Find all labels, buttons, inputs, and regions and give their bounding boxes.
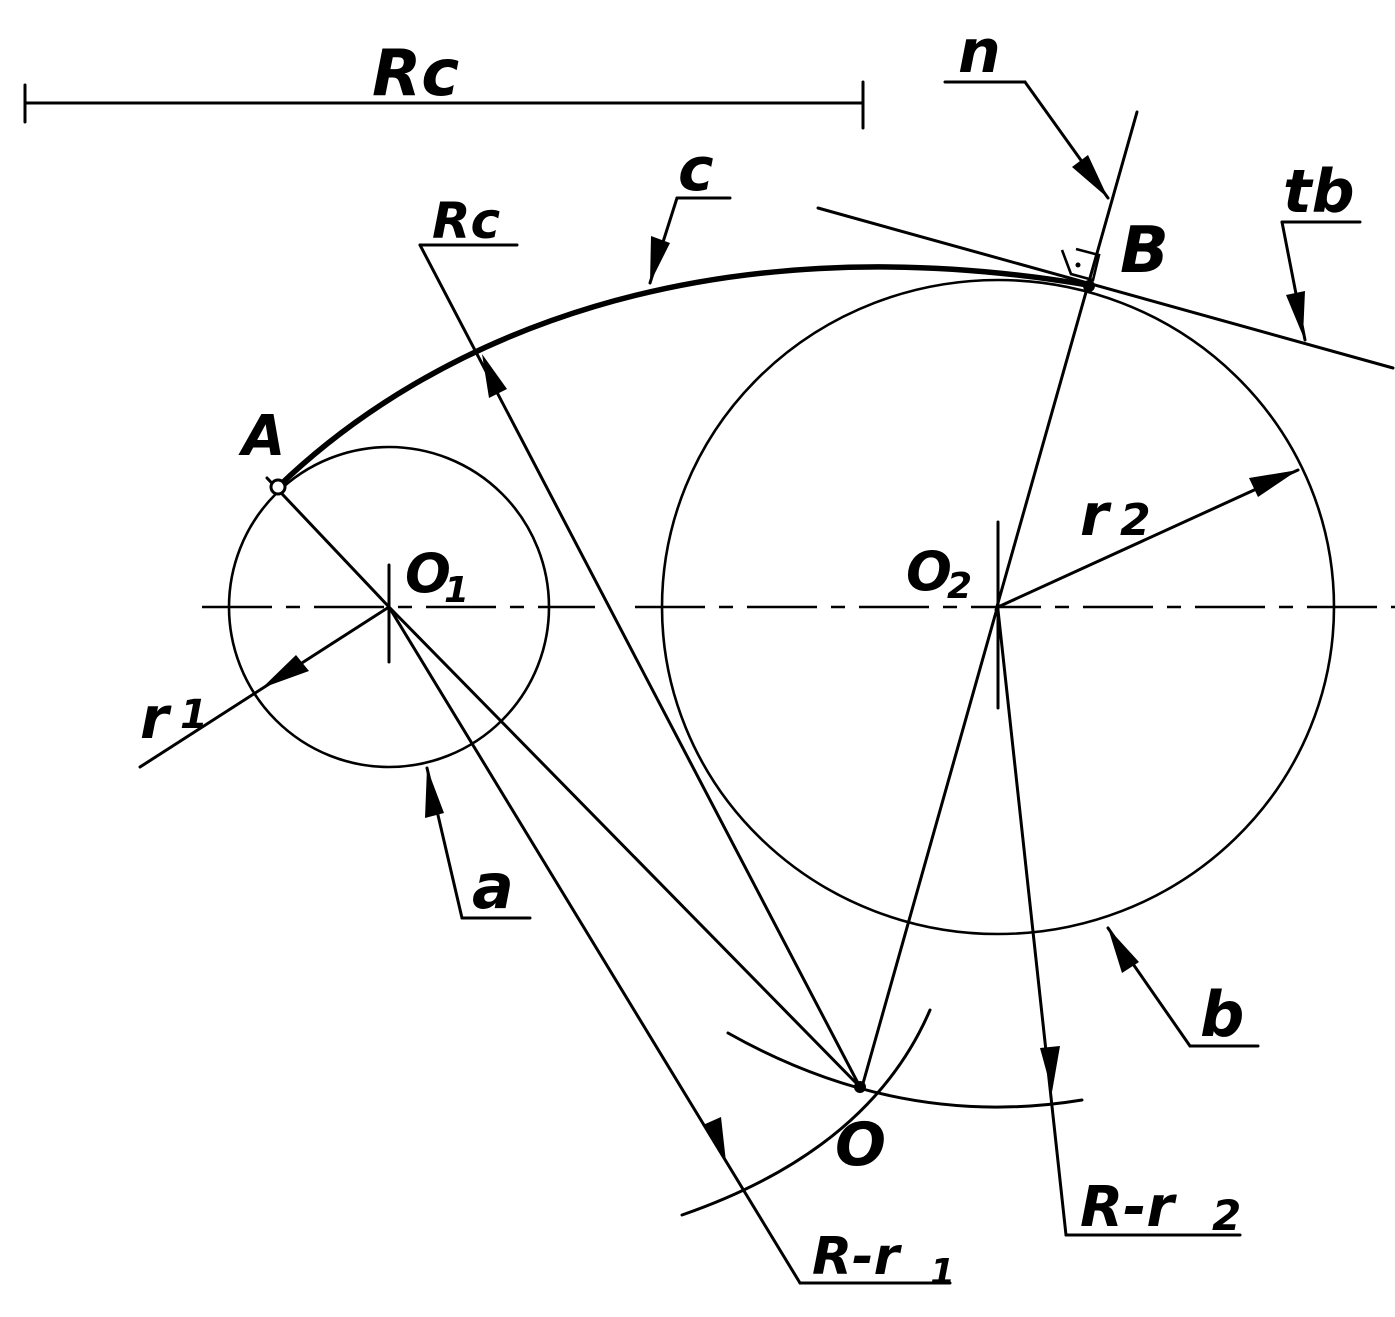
tangent-line-tb — [816, 206, 1395, 370]
locus-arc-upper — [726, 1031, 1084, 1109]
label-point-a: A — [238, 404, 285, 469]
point-b — [1083, 280, 1095, 292]
label-c: c — [678, 135, 714, 205]
line-o2-o — [860, 610, 998, 1089]
right-angle-dot — [1075, 262, 1081, 268]
circle-b — [660, 278, 1336, 936]
rc-dimension — [23, 80, 865, 130]
label-r-minus-r2-sub: 2 — [1212, 1191, 1241, 1240]
label-r1: r — [140, 684, 172, 752]
point-o — [854, 1081, 866, 1093]
circle-a — [227, 445, 551, 769]
rc-leader-arrow — [482, 354, 507, 398]
label-o2: O — [906, 540, 952, 603]
radius-o1-a — [265, 476, 391, 609]
r-r1-arrow — [703, 1117, 726, 1162]
locus-arc-lower — [680, 1008, 932, 1217]
label-o2-sub: 2 — [947, 566, 972, 607]
c-arrow — [650, 236, 670, 283]
label-rc-leader: Rc — [432, 192, 501, 250]
a-arrow — [425, 768, 444, 818]
tb-arrow — [1286, 291, 1305, 336]
label-r-minus-r1: R-r — [812, 1227, 903, 1287]
line-o1-o — [387, 605, 862, 1089]
label-point-b: B — [1120, 214, 1169, 288]
label-r2: r — [1080, 481, 1112, 549]
normal-line-n — [994, 110, 1139, 612]
point-a — [269, 478, 287, 496]
label-r1-sub: 1 — [180, 692, 208, 738]
label-o-center: O — [835, 1110, 886, 1180]
r-r2-arrow — [1040, 1046, 1060, 1092]
r1-arrow — [262, 655, 309, 688]
label-rc-top: Rc — [372, 37, 459, 111]
label-o1-sub: 1 — [444, 570, 469, 611]
label-tb: tb — [1283, 157, 1355, 227]
label-a-circle: a — [472, 850, 514, 923]
label-r-minus-r2: R-r — [1080, 1175, 1177, 1240]
r2-arrow — [1249, 470, 1298, 497]
right-angle-marker — [1060, 247, 1101, 282]
n-arrow — [1072, 155, 1108, 198]
line-r-r1 — [387, 605, 802, 1285]
line-r-r2 — [996, 608, 1068, 1237]
label-n: n — [958, 17, 1001, 87]
label-r-minus-r1-sub: 1 — [930, 1252, 955, 1293]
arc-c — [275, 264, 1091, 490]
label-o1: O — [405, 542, 451, 605]
label-r2-sub: 2 — [1120, 495, 1151, 546]
b-arrow — [1108, 928, 1139, 973]
r2-radius — [996, 468, 1300, 609]
label-b-circle: b — [1200, 978, 1244, 1051]
